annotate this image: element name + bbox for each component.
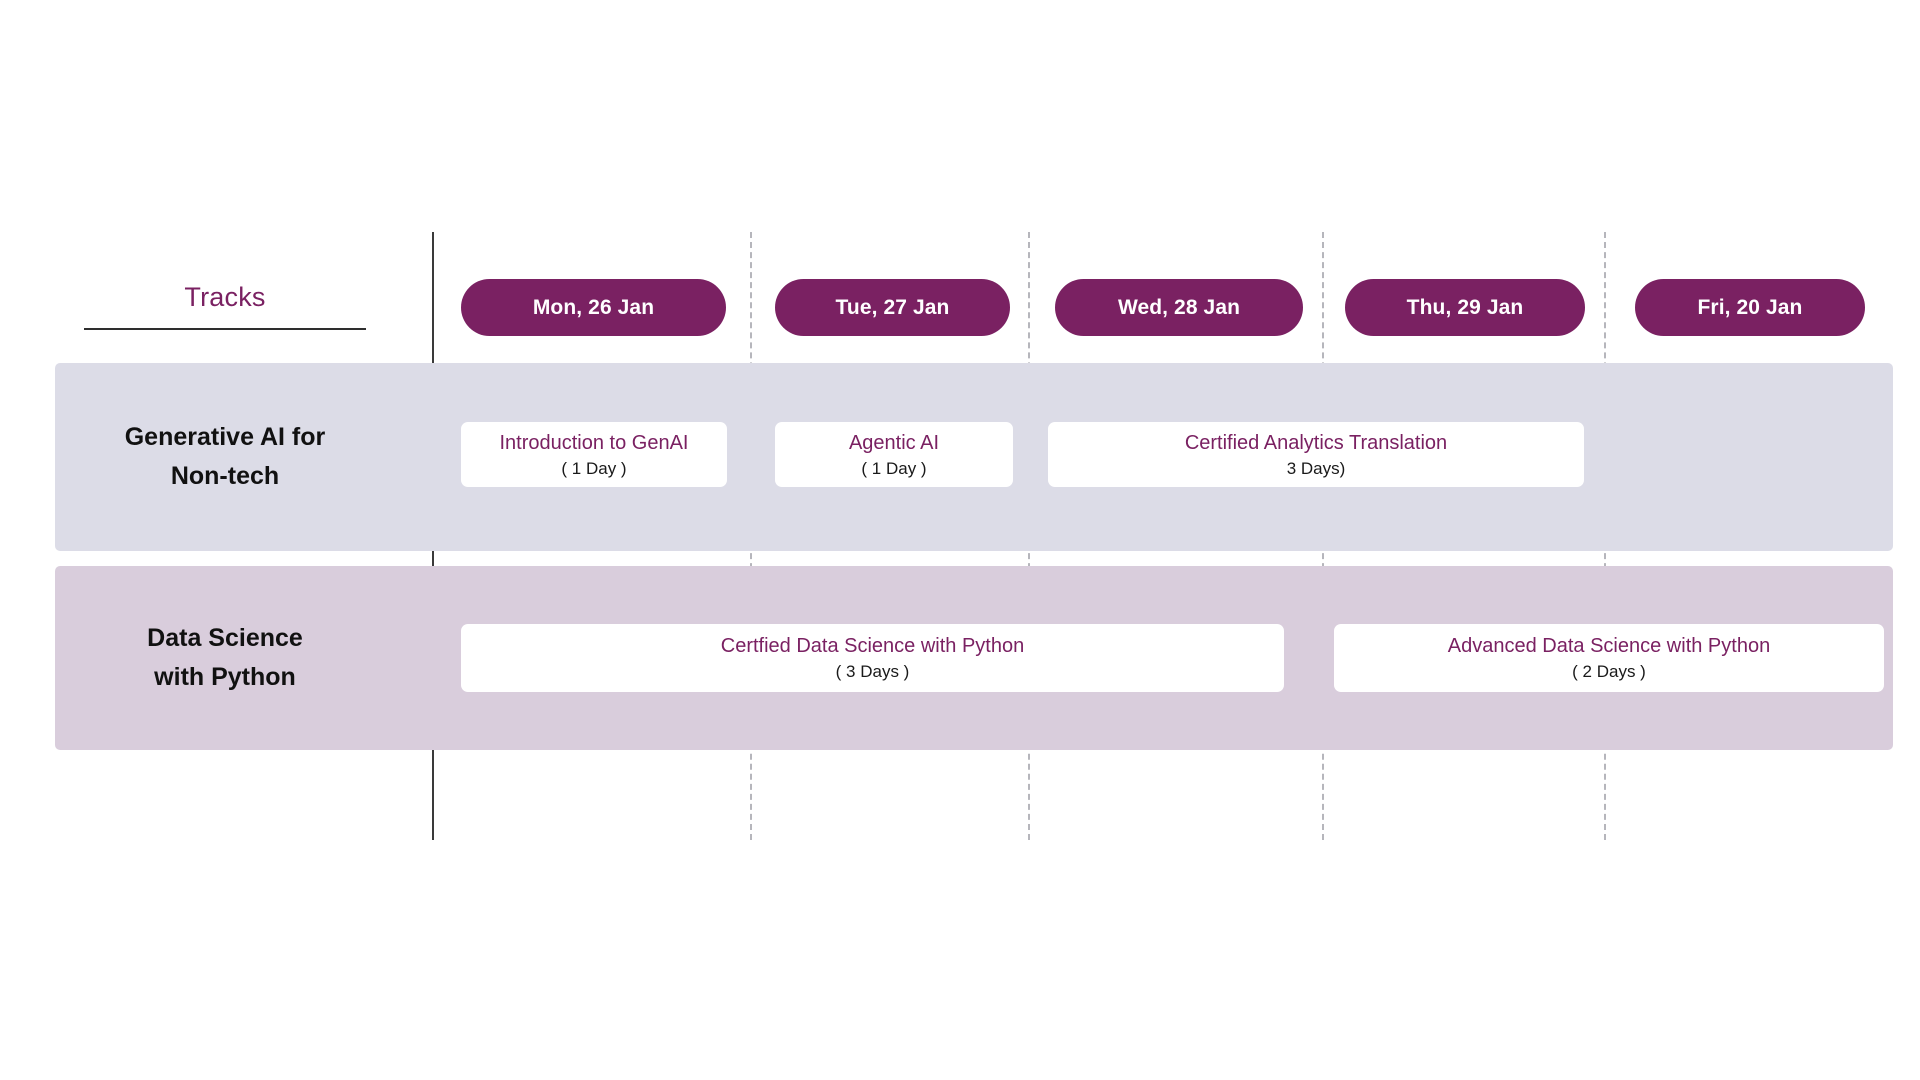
track-label-generative-ai: Generative AI for Non-tech xyxy=(55,418,395,496)
date-pill-thu[interactable]: Thu, 29 Jan xyxy=(1345,279,1585,336)
tracks-title: Tracks xyxy=(184,282,266,312)
course-card-advanced-data-science-with-python[interactable]: Advanced Data Science with Python ( 2 Da… xyxy=(1334,624,1884,692)
course-duration: ( 3 Days ) xyxy=(835,662,910,681)
course-card-certified-data-science-with-python[interactable]: Certfied Data Science with Python ( 3 Da… xyxy=(461,624,1284,692)
date-pill-mon[interactable]: Mon, 26 Jan xyxy=(461,279,726,336)
date-pill-label: Mon, 26 Jan xyxy=(532,295,655,319)
date-pill-label: Wed, 28 Jan xyxy=(1117,295,1241,319)
course-duration: ( 2 Days ) xyxy=(1572,662,1646,681)
date-pill-label: Tue, 27 Jan xyxy=(835,295,950,319)
date-pill-wed[interactable]: Wed, 28 Jan xyxy=(1055,279,1303,336)
course-card-introduction-to-genai[interactable]: Introduction to GenAI ( 1 Day ) xyxy=(461,422,727,487)
course-duration: 3 Days) xyxy=(1286,458,1346,478)
course-title: Introduction to GenAI xyxy=(499,431,689,454)
course-duration: ( 1 Day ) xyxy=(561,458,627,478)
date-pill-label: Fri, 20 Jan xyxy=(1697,295,1803,319)
track-label-line2: Non-tech xyxy=(170,462,280,490)
course-duration: ( 1 Day ) xyxy=(861,458,927,478)
tracks-underline-rule xyxy=(84,328,366,330)
course-title: Advanced Data Science with Python xyxy=(1447,635,1771,657)
track-label-line1: Data Science xyxy=(147,624,303,652)
course-card-agentic-ai[interactable]: Agentic AI ( 1 Day ) xyxy=(775,422,1013,487)
tracks-header: Tracks xyxy=(55,280,395,330)
course-title: Certfied Data Science with Python xyxy=(720,635,1025,657)
track-label-line2: with Python xyxy=(154,663,296,691)
course-title: Certified Analytics Translation xyxy=(1184,431,1448,454)
date-pill-fri[interactable]: Fri, 20 Jan xyxy=(1635,279,1865,336)
course-title: Agentic AI xyxy=(848,431,940,454)
date-pill-label: Thu, 29 Jan xyxy=(1406,295,1524,319)
track-label-line1: Generative AI for xyxy=(124,423,326,451)
track-label-data-science: Data Science with Python xyxy=(55,619,395,697)
date-pill-tue[interactable]: Tue, 27 Jan xyxy=(775,279,1010,336)
course-card-certified-analytics-translation[interactable]: Certified Analytics Translation 3 Days) xyxy=(1048,422,1584,487)
